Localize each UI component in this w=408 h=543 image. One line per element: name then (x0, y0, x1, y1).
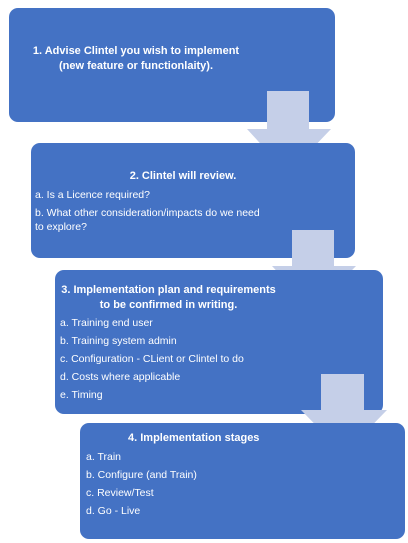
step-4-box: 4. Implementation stages a. Train b. Con… (80, 423, 405, 539)
step-3-item-e: e. Timing (60, 389, 103, 401)
step-3-title: 3. Implementation plan and requirements … (61, 284, 276, 311)
step-4-item-b: b. Configure (and Train) (86, 469, 197, 481)
step-3-item-c: c. Configuration - CLient or Clintel to … (60, 353, 244, 365)
step-4-title: 4. Implementation stages (128, 432, 260, 444)
down-arrow-3 (301, 374, 387, 454)
step-2-title: 2. Clintel will review. (129, 170, 237, 182)
step-4-item-c: c. Review/Test (86, 487, 154, 499)
step-3-item-a: a. Training end user (60, 317, 153, 329)
step-1-title: 1. Advise Clintel you wish to implement … (32, 45, 240, 72)
step-2-item-b: b. What other consideration/impacts do w… (35, 207, 260, 233)
step-1-box: 1. Advise Clintel you wish to implement … (9, 8, 335, 122)
step-4-item-d: d. Go - Live (86, 505, 141, 517)
step-2-item-a: a. Is a Licence required? (35, 189, 150, 201)
down-arrow-1 (247, 91, 331, 174)
step-4-item-a: a. Train (86, 451, 122, 463)
step-3-item-b: b. Training system admin (60, 335, 177, 347)
step-3-item-d: d. Costs where applicable (60, 371, 181, 383)
